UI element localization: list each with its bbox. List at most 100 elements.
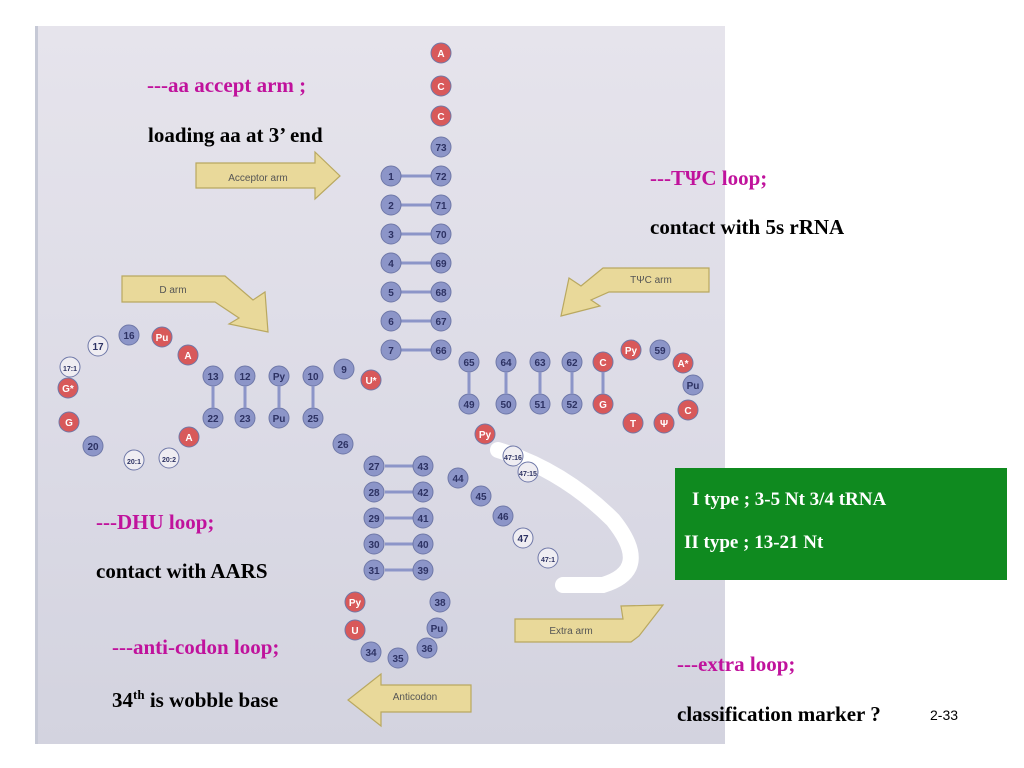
tpsic-arm-arrow: TΨC arm bbox=[560, 267, 710, 317]
nucleotide-29: 29 bbox=[363, 507, 385, 529]
type-one-line: I type ; 3-5 Nt 3/4 tRNA bbox=[692, 489, 887, 510]
svg-text:43: 43 bbox=[417, 462, 429, 473]
svg-text:Pu: Pu bbox=[273, 414, 286, 425]
nucleotide-40: 40 bbox=[412, 533, 434, 555]
nucleotide-27: 27 bbox=[363, 455, 385, 477]
nucleotide-47:1: 47:1 bbox=[537, 547, 559, 569]
nucleotide-45: 45 bbox=[470, 485, 492, 507]
nucleotide-47:15: 47:15 bbox=[517, 461, 539, 483]
slide-number: 2-33 bbox=[930, 707, 959, 723]
nucleotide-63: 63 bbox=[529, 351, 551, 373]
nucleotide-47: 47 bbox=[512, 527, 534, 549]
svg-text:71: 71 bbox=[435, 201, 447, 212]
svg-text:25: 25 bbox=[307, 414, 319, 425]
nucleotide-U: U bbox=[344, 619, 366, 641]
dhu-loop-title: ---DHU loop; bbox=[96, 510, 215, 534]
svg-text:6: 6 bbox=[388, 317, 394, 328]
svg-text:2: 2 bbox=[388, 201, 394, 212]
svg-text:41: 41 bbox=[417, 514, 429, 525]
nucleotide-43: 43 bbox=[412, 455, 434, 477]
svg-text:45: 45 bbox=[475, 492, 487, 503]
wobble-base-description: 34th is wobble base bbox=[112, 688, 278, 711]
nucleotide-28: 28 bbox=[363, 481, 385, 503]
svg-text:73: 73 bbox=[435, 143, 447, 154]
svg-text:70: 70 bbox=[435, 230, 447, 241]
svg-text:16: 16 bbox=[123, 331, 135, 342]
svg-text:Acceptor arm: Acceptor arm bbox=[228, 173, 287, 184]
nucleotide-34: 34 bbox=[360, 641, 382, 663]
nucleotide-C: C bbox=[430, 105, 452, 127]
svg-text:66: 66 bbox=[435, 346, 447, 357]
svg-text:7: 7 bbox=[388, 346, 394, 357]
svg-text:46: 46 bbox=[497, 512, 509, 523]
nucleotide-13: 13 bbox=[202, 365, 224, 387]
nucleotide-Pu: Pu bbox=[151, 326, 173, 348]
svg-text:65: 65 bbox=[463, 358, 475, 369]
nucleotide-42: 42 bbox=[412, 481, 434, 503]
nucleotide-Ψ: Ψ bbox=[653, 412, 675, 434]
svg-text:26: 26 bbox=[337, 440, 349, 451]
svg-text:64: 64 bbox=[500, 358, 512, 369]
nucleotide-A*: A* bbox=[672, 352, 694, 374]
nucleotide-25: 25 bbox=[302, 407, 324, 429]
nucleotide-12: 12 bbox=[234, 365, 256, 387]
svg-text:40: 40 bbox=[417, 540, 429, 551]
nucleotide-70: 70 bbox=[430, 223, 452, 245]
nucleotide-50: 50 bbox=[495, 393, 517, 415]
nucleotide-Py: Py bbox=[620, 339, 642, 361]
svg-text:1: 1 bbox=[388, 172, 394, 183]
svg-text:Ψ: Ψ bbox=[660, 419, 668, 430]
nucleotide-1: 1 bbox=[380, 165, 402, 187]
nucleotide-26: 26 bbox=[332, 433, 354, 455]
svg-text:Pu: Pu bbox=[156, 333, 169, 344]
nucleotide-73: 73 bbox=[430, 136, 452, 158]
svg-text:C: C bbox=[684, 406, 691, 417]
nucleotide-10: 10 bbox=[302, 365, 324, 387]
acceptor-arm-arrow: Acceptor arm bbox=[195, 150, 341, 201]
nucleotide-72: 72 bbox=[430, 165, 452, 187]
nucleotide-6: 6 bbox=[380, 310, 402, 332]
tpsic-loop-title: ---TΨC loop; bbox=[650, 166, 768, 190]
extra-loop-description: classification marker ? bbox=[677, 702, 881, 726]
nucleotide-52: 52 bbox=[561, 393, 583, 415]
svg-text:63: 63 bbox=[534, 358, 546, 369]
svg-text:3: 3 bbox=[388, 230, 394, 241]
svg-text:C: C bbox=[437, 82, 444, 93]
nucleotide-69: 69 bbox=[430, 252, 452, 274]
nucleotide-31: 31 bbox=[363, 559, 385, 581]
svg-text:72: 72 bbox=[435, 172, 447, 183]
svg-text:A: A bbox=[184, 351, 191, 362]
svg-text:T: T bbox=[630, 419, 636, 430]
nucleotide-7: 7 bbox=[380, 339, 402, 361]
nucleotide-A: A bbox=[430, 42, 452, 64]
nucleotide-T: T bbox=[622, 412, 644, 434]
svg-text:D arm: D arm bbox=[159, 285, 186, 296]
svg-text:U*: U* bbox=[365, 376, 376, 387]
nucleotide-41: 41 bbox=[412, 507, 434, 529]
svg-text:17:1: 17:1 bbox=[63, 366, 77, 373]
svg-text:47:15: 47:15 bbox=[519, 471, 537, 478]
nucleotide-20: 20 bbox=[82, 435, 104, 457]
svg-text:67: 67 bbox=[435, 317, 447, 328]
nucleotide-G*: G* bbox=[57, 377, 79, 399]
svg-text:31: 31 bbox=[368, 566, 380, 577]
svg-text:44: 44 bbox=[452, 474, 464, 485]
svg-text:20: 20 bbox=[87, 442, 99, 453]
nucleotide-Py: Py bbox=[344, 591, 366, 613]
nucleotide-3: 3 bbox=[380, 223, 402, 245]
svg-text:A: A bbox=[185, 433, 192, 444]
svg-text:G*: G* bbox=[62, 384, 74, 395]
svg-text:Py: Py bbox=[273, 372, 286, 383]
svg-text:68: 68 bbox=[435, 288, 447, 299]
svg-text:28: 28 bbox=[368, 488, 380, 499]
svg-text:62: 62 bbox=[566, 358, 578, 369]
nucleotide-Py: Py bbox=[474, 423, 496, 445]
nucleotide-62: 62 bbox=[561, 351, 583, 373]
nucleotide-20:2: 20:2 bbox=[158, 447, 180, 469]
svg-text:20:2: 20:2 bbox=[162, 457, 176, 464]
anticodon-loop-title: ---anti-codon loop; bbox=[112, 635, 280, 659]
svg-text:47:16: 47:16 bbox=[504, 455, 522, 462]
svg-text:Anticodon: Anticodon bbox=[393, 692, 437, 703]
